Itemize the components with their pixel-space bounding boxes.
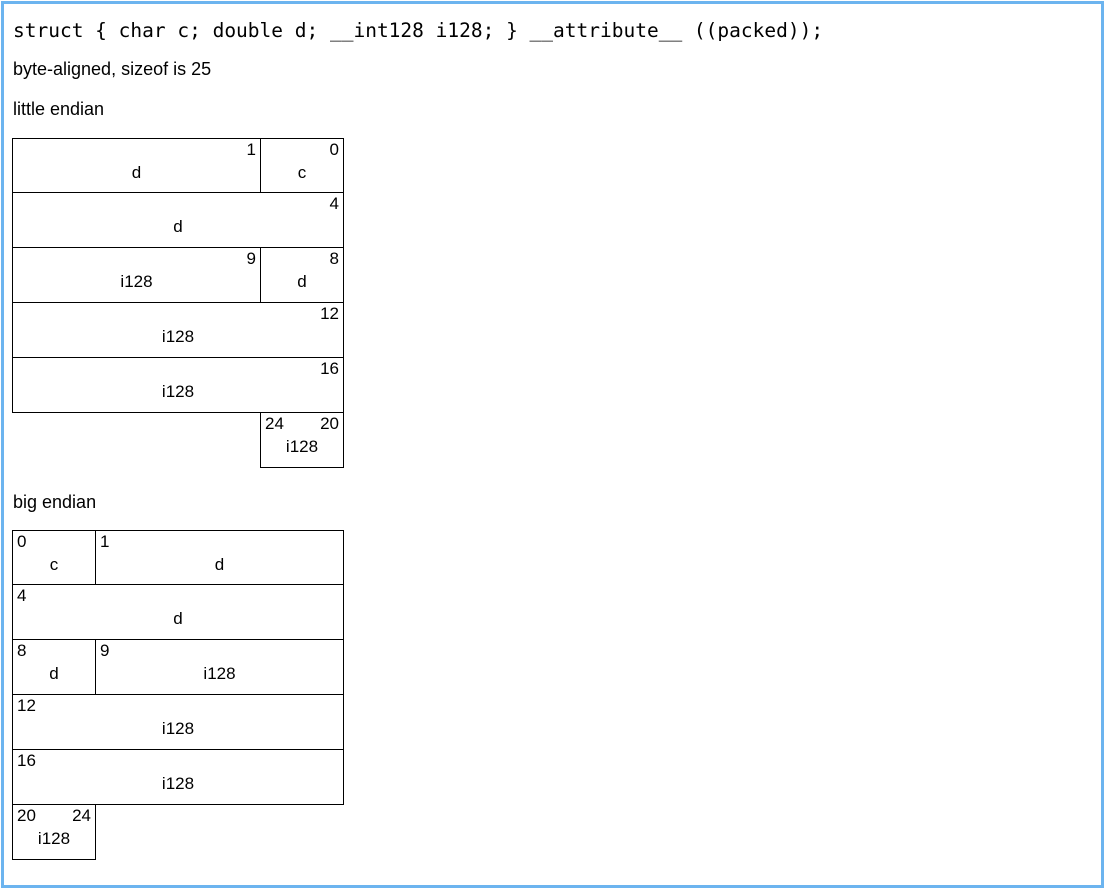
byte-offset-end: 24 — [72, 806, 91, 825]
field-label: i128 — [161, 719, 195, 738]
byte-offsets: 4 — [17, 194, 339, 214]
field-label: i128 — [285, 437, 319, 456]
byte-offsets: 1 — [100, 532, 339, 552]
byte-offset-start: 20 — [17, 806, 36, 825]
byte-offsets: 16 — [17, 359, 339, 379]
byte-offsets: 1 — [17, 140, 256, 160]
byte-offsets: 0 — [17, 532, 91, 552]
field-label: c — [49, 555, 59, 574]
byte-cell-i128: 12 i128 — [12, 694, 344, 750]
byte-offset-start: 8 — [17, 641, 27, 660]
byte-row: 12 i128 — [12, 694, 344, 750]
byte-offsets: 8 — [17, 641, 91, 661]
byte-offsets: 24 20 — [265, 414, 339, 434]
byte-offset-end: 0 — [329, 140, 339, 159]
field-label: d — [297, 272, 307, 291]
byte-offset-start: 24 — [265, 414, 284, 433]
field-label: i128 — [161, 382, 195, 401]
field-label: i128 — [120, 272, 153, 291]
byte-cell-i128: 9 i128 — [12, 247, 261, 303]
byte-offset-start: 4 — [17, 586, 27, 605]
field-label: i128 — [161, 327, 195, 346]
byte-offsets: 16 — [17, 751, 339, 771]
field-label: c — [297, 163, 307, 182]
byte-offset-end: 9 — [246, 249, 256, 268]
byte-row: 16 i128 — [12, 357, 344, 413]
field-label: d — [131, 163, 142, 182]
field-label: d — [214, 555, 225, 574]
field-label: d — [173, 217, 183, 236]
field-label: d — [49, 664, 59, 683]
byte-cell-i128: 9 i128 — [95, 639, 344, 695]
byte-offset-end: 16 — [320, 359, 339, 378]
byte-offset-start: 9 — [100, 641, 110, 660]
byte-offset-end: 8 — [329, 249, 339, 268]
byte-offsets: 4 — [17, 586, 339, 606]
byte-offset-end: 12 — [320, 304, 339, 323]
byte-offset-end: 20 — [320, 414, 339, 433]
big-endian-heading: big endian — [13, 492, 97, 512]
byte-cell-i128: 16 i128 — [12, 749, 344, 805]
byte-offset-end: 1 — [246, 140, 256, 159]
byte-cell-i128: 12 i128 — [12, 302, 344, 358]
page-content: struct { char c; double d; __int128 i128… — [9, 9, 1101, 885]
byte-offsets: 12 — [17, 696, 339, 716]
little-endian-heading: little endian — [13, 99, 105, 119]
byte-offsets: 8 — [265, 249, 339, 269]
byte-offset-end: 4 — [329, 194, 339, 213]
byte-offsets: 9 — [100, 641, 339, 661]
field-label: d — [173, 609, 183, 628]
byte-offset-start: 12 — [17, 696, 36, 715]
byte-offsets: 12 — [17, 304, 339, 324]
byte-offset-start: 16 — [17, 751, 36, 770]
field-label: i128 — [37, 829, 71, 848]
byte-offset-start: 1 — [100, 532, 110, 551]
byte-offsets: 0 — [265, 140, 339, 160]
byte-row: 16 i128 — [12, 749, 344, 805]
byte-row: 12 i128 — [12, 302, 344, 358]
field-label: i128 — [203, 664, 236, 683]
struct-declaration: struct { char c; double d; __int128 i128… — [13, 19, 824, 42]
byte-cell-i128: 16 i128 — [12, 357, 344, 413]
field-label: i128 — [161, 774, 195, 793]
alignment-note: byte-aligned, sizeof is 25 — [13, 59, 212, 79]
byte-offsets: 9 — [17, 249, 256, 269]
byte-offset-start: 0 — [17, 532, 27, 551]
